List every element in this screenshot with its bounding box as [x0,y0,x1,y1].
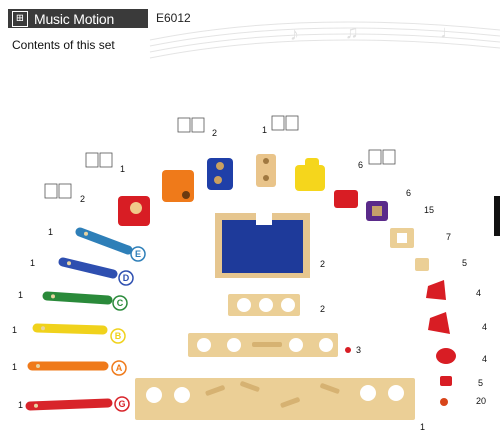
qty-funnel-3: 4 [482,354,487,364]
cube-orange [162,170,194,202]
qty-funnel-2: 4 [482,322,487,332]
qty-plank-long: 1 [420,422,425,432]
qty-block-red-small: 6 [406,188,411,198]
funnel-red-1 [426,280,446,300]
note-letter-badge [118,270,134,286]
music-staff-decoration [149,21,500,59]
stopper-red [440,376,452,386]
funnel-red-2 [428,312,450,334]
page-title: Music Motion [34,10,115,27]
qty-cube-natural: 1 [262,125,267,135]
section-subtitle: Contents of this set [12,38,115,52]
chime-bar [25,398,113,411]
funnel-red-3 [436,348,456,364]
plank-three-holes [228,294,300,316]
qty-block-purple: 15 [424,205,434,215]
blue-tray [215,213,310,278]
qty-chime: 1 [12,325,17,335]
qty-block-natural-small: 5 [462,258,467,268]
qty-chime: 1 [30,258,35,268]
note-letter-badge [114,396,130,412]
qty-stopper: 5 [478,378,483,388]
note-letter: B [115,331,122,341]
note-letter-badge [110,328,126,344]
qty-plank-five: 3 [356,345,361,355]
qty-block-frame: 7 [446,232,451,242]
note-letter: C [117,298,124,308]
cube-blue [207,158,233,190]
block-natural-small [415,258,429,271]
chime-bar [58,257,118,279]
note-letter-badge [112,295,128,311]
qty-cube-red: 2 [80,194,85,204]
chime-peg [51,294,55,299]
block-frame-natural [390,228,414,248]
note-letter: A [116,363,123,373]
qty-chime: 1 [18,400,23,410]
chime-peg [36,364,40,368]
note-letter: G [118,399,125,409]
qty-plank-three: 2 [320,304,325,314]
qty-chime: 1 [48,227,53,237]
qty-funnel-1: 4 [476,288,481,298]
qty-chime: 1 [12,362,17,372]
qty-cube-blue: 2 [212,128,217,138]
ball-red [440,398,448,406]
music-note-icon: ♪ [290,24,299,44]
qty-cube-orange: 1 [120,164,125,174]
header-bar: ⊞ Music Motion [8,9,148,28]
cube-yellow [295,158,325,191]
chime-peg [34,403,38,408]
chime-bar [42,291,113,305]
chime-bar [75,227,133,255]
note-letter: D [123,273,130,283]
block-purple [366,201,388,221]
chime-peg [41,326,45,331]
chime-bar [32,323,108,335]
note-letter: E [135,249,141,259]
page-edge-tab [494,196,500,236]
product-code: E6012 [156,11,191,25]
note-letter-badge [130,246,146,262]
brand-logo-icon: ⊞ [12,10,28,27]
music-note-icon: ♩ [440,22,458,42]
block-red-small [334,190,358,208]
qty-chime: 1 [18,290,23,300]
chime-peg [84,231,88,236]
cube-natural [256,154,276,187]
plank-five-holes [188,333,338,357]
plank-long [135,378,415,420]
connector-dot [345,347,351,353]
part-outline-diagrams [44,115,396,199]
note-letter-badge [111,360,127,376]
chime-peg [67,261,71,266]
qty-cube-yellow: 6 [358,160,363,170]
qty-ball: 20 [476,396,486,406]
cube-red [118,196,150,226]
music-note-icon: ♫ [345,22,359,42]
qty-tray: 2 [320,259,325,269]
